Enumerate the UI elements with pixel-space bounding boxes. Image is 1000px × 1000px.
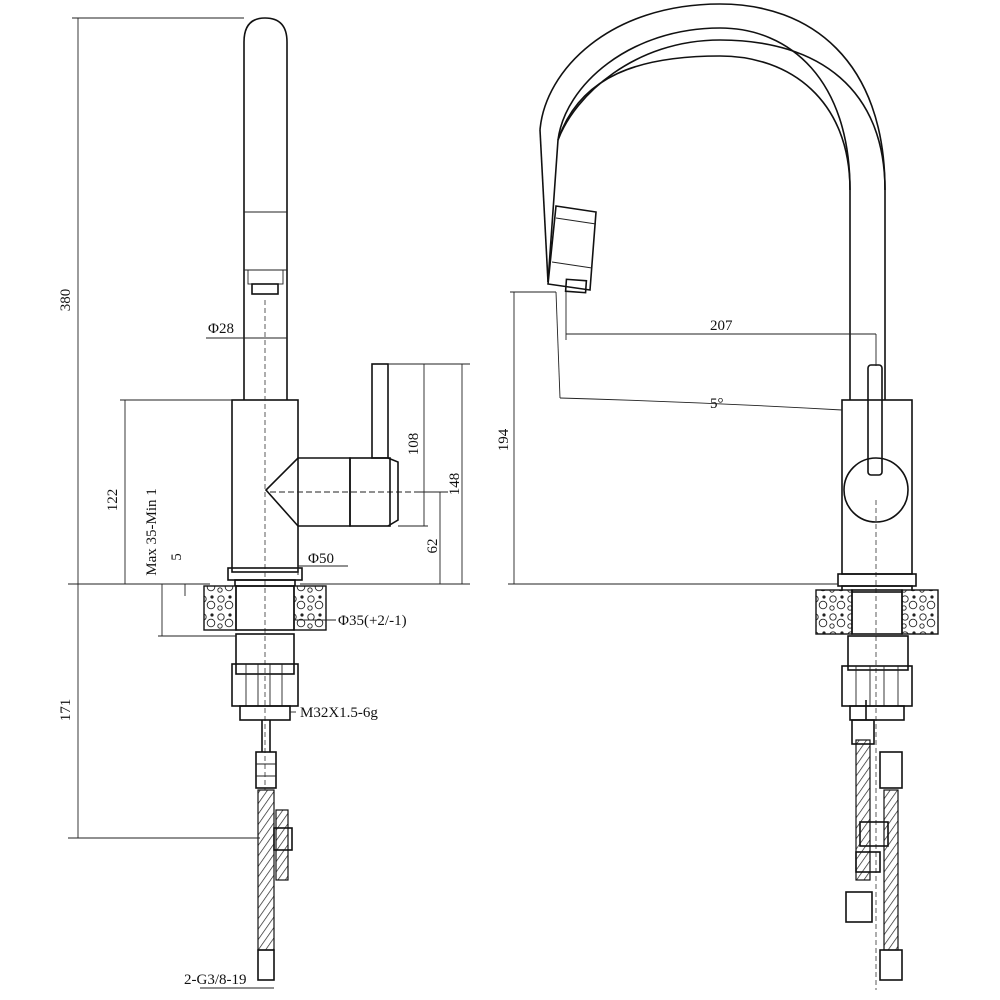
dim-171: 171 xyxy=(58,699,74,722)
dim-194: 194 xyxy=(496,428,512,451)
hose-left xyxy=(257,789,275,951)
dim-207: 207 xyxy=(710,318,733,334)
spout-tube xyxy=(243,17,288,400)
dim-108: 108 xyxy=(406,433,422,456)
dim-phi50: Φ50 xyxy=(308,551,334,567)
dim-hose-thread: 2-G3/8-19 xyxy=(184,972,247,988)
left-dimensions xyxy=(68,17,470,989)
dim-380: 380 xyxy=(58,289,74,312)
gooseneck-spout xyxy=(547,27,851,400)
dim-m32: M32X1.5-6g xyxy=(300,705,378,721)
right-dimension-labels: 207 194 5° xyxy=(496,318,733,451)
mounting-nut xyxy=(235,633,295,675)
dim-phi35: Φ35(+2/-1) xyxy=(338,613,407,629)
side-view xyxy=(203,17,420,981)
handle xyxy=(264,457,351,527)
handle-knob xyxy=(843,457,909,523)
right-dimensions xyxy=(508,291,877,585)
front-view xyxy=(539,3,939,990)
dim-phi28: Φ28 xyxy=(208,321,234,337)
deck-section xyxy=(203,585,237,631)
spray-head xyxy=(547,205,597,291)
dim-5: 5 xyxy=(169,553,185,561)
dim-5deg: 5° xyxy=(710,396,724,412)
left-dimension-labels: 380 171 122 Max 35-Min 1 5 Φ28 Φ50 Φ35(+… xyxy=(58,289,463,988)
dim-max35: Max 35-Min 1 xyxy=(144,488,160,576)
dim-122: 122 xyxy=(105,489,121,512)
front-body xyxy=(841,399,913,575)
dim-62: 62 xyxy=(425,539,441,554)
hose-right xyxy=(275,809,289,881)
dim-148: 148 xyxy=(447,473,463,496)
handle-lever xyxy=(867,364,883,476)
